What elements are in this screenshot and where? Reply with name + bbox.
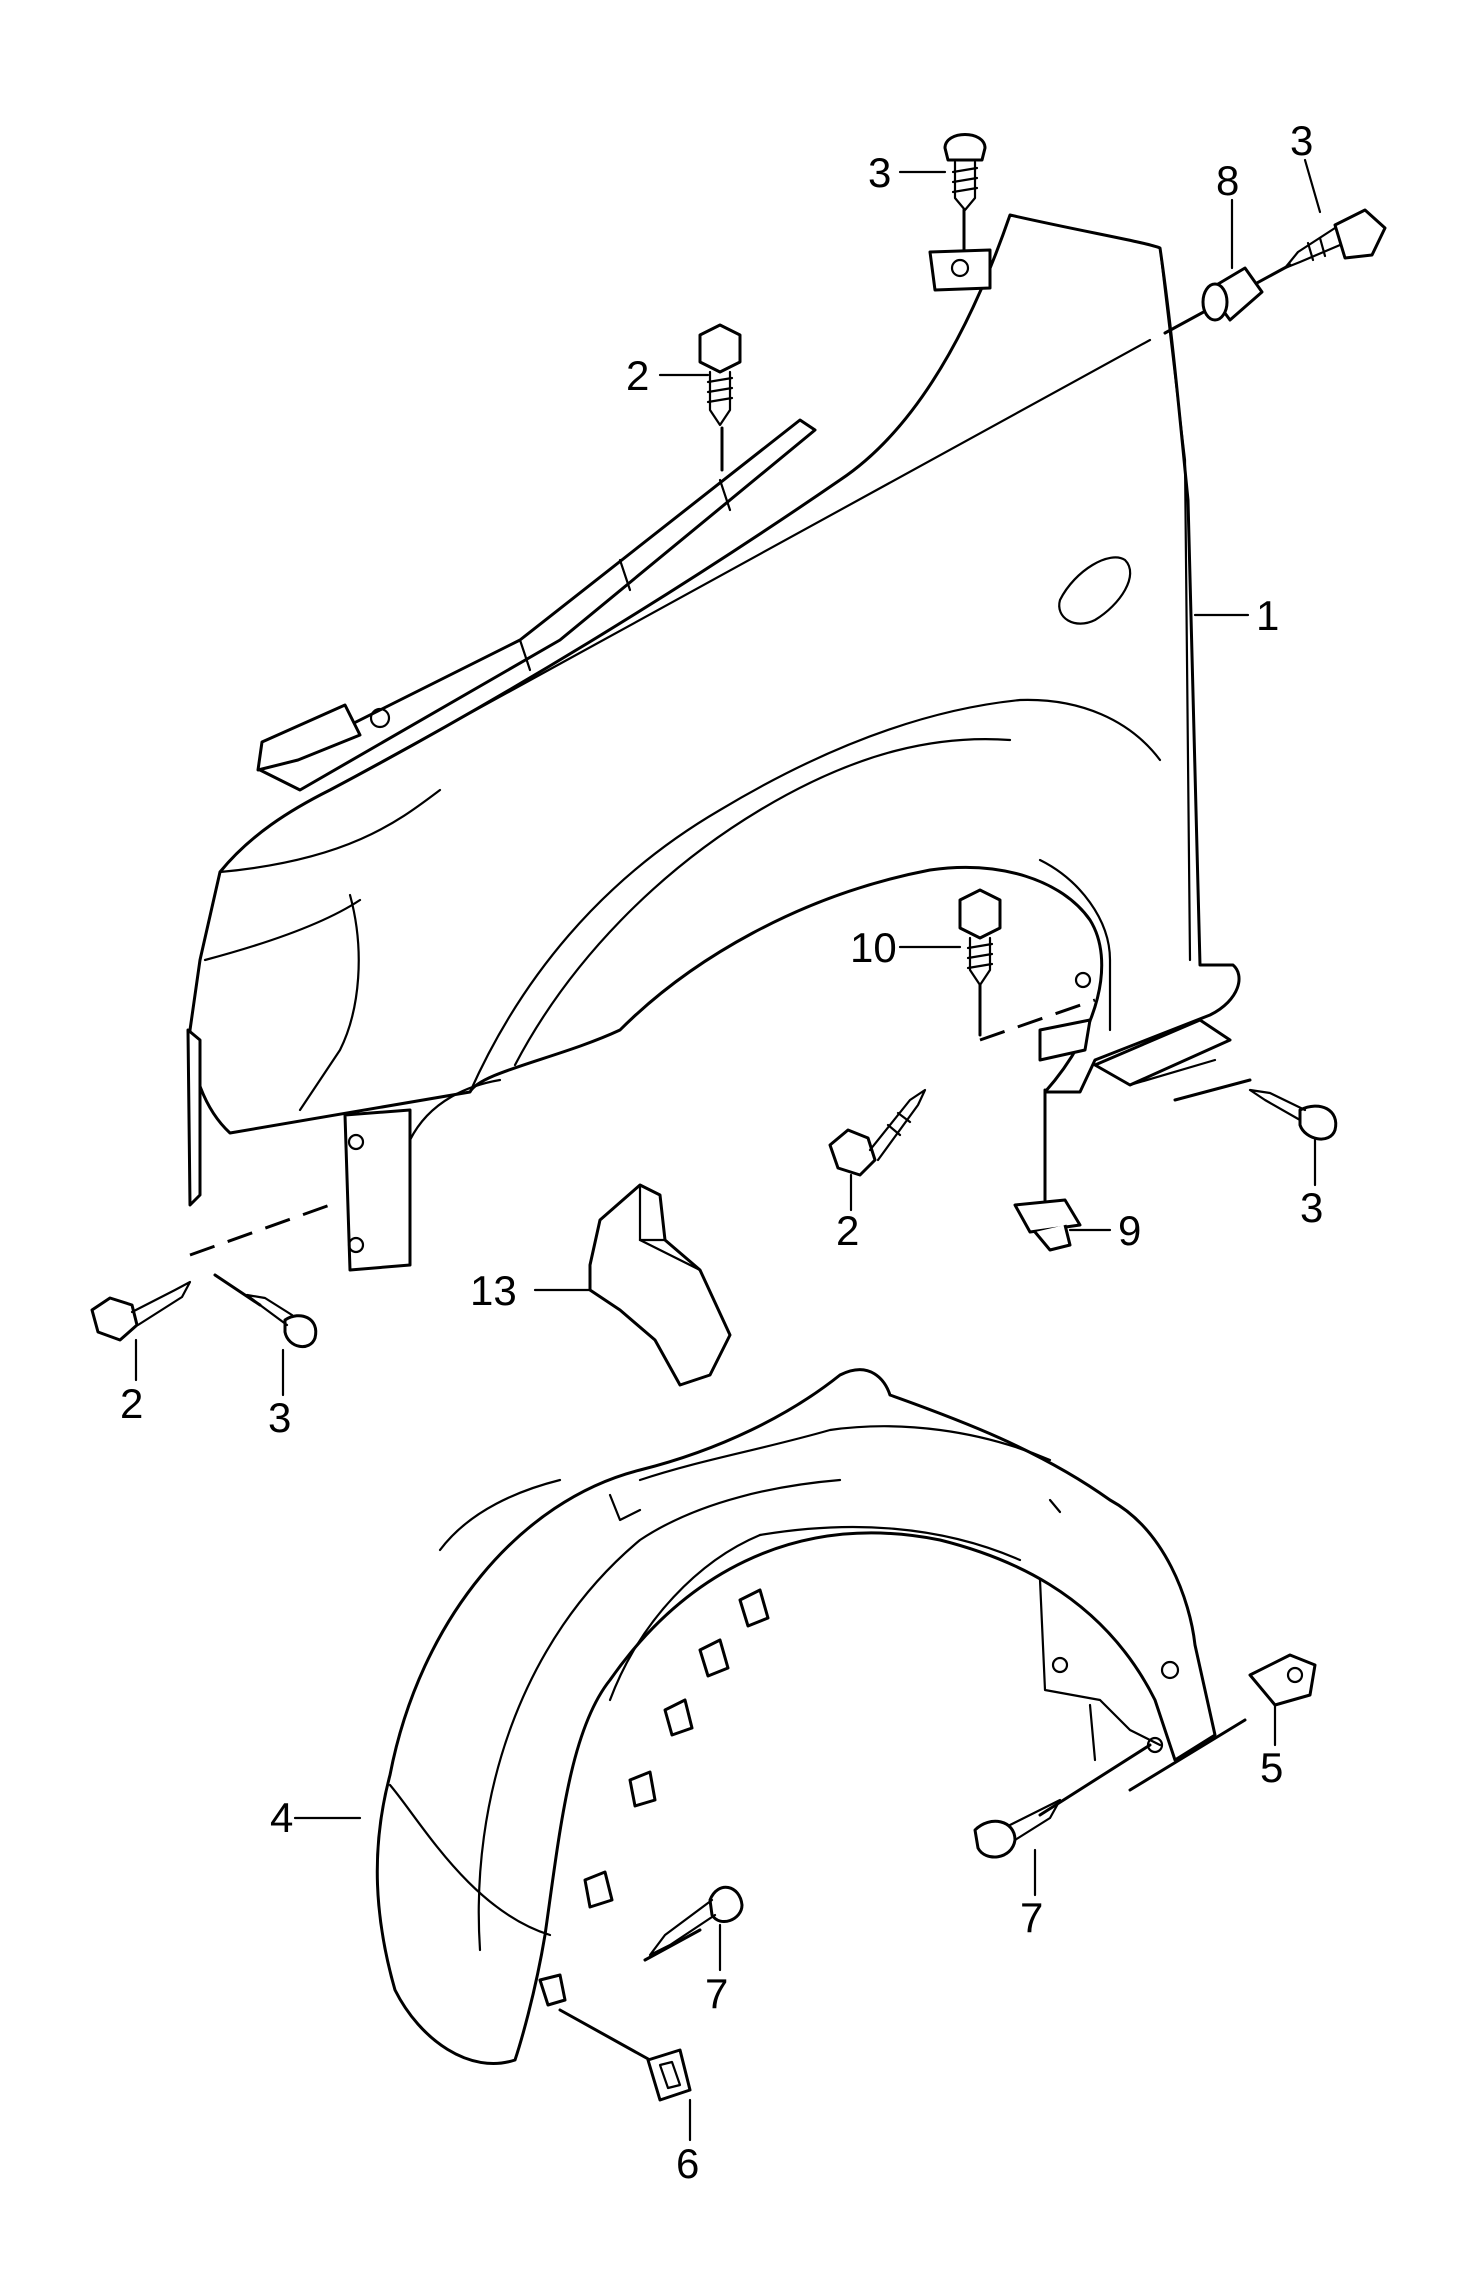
- callout-8: 8: [1216, 157, 1239, 204]
- callout-7-right: 7: [1020, 1894, 1043, 1941]
- wheel-arch-liner: [375, 1368, 1217, 2065]
- screw-right: [1248, 1088, 1338, 1141]
- callout-10: 10: [850, 924, 897, 971]
- callout-2-upper: 2: [626, 352, 649, 399]
- screw-top: [943, 133, 987, 212]
- screw-lower-left: [245, 1293, 318, 1348]
- callout-7-left: 7: [705, 1970, 728, 2017]
- callout-9: 9: [1118, 1207, 1141, 1254]
- clip-nut-6: [646, 2048, 692, 2102]
- callout-5: 5: [1260, 1744, 1283, 1791]
- callout-6: 6: [676, 2140, 699, 2187]
- clip-nut-9: [1013, 1198, 1082, 1252]
- callout-2-center: 2: [836, 1207, 859, 1254]
- bracket-13: [588, 1183, 732, 1387]
- screw-top-right: [1283, 208, 1387, 270]
- callout-3-lower-left: 3: [268, 1394, 291, 1441]
- callout-3-right: 3: [1300, 1184, 1323, 1231]
- hex-bolt-upper: [698, 323, 742, 427]
- screw-7-left: [648, 1885, 744, 1957]
- hex-bolt-lower-left: [90, 1280, 192, 1342]
- hex-bolt-mid: [828, 1088, 927, 1177]
- screw-7-right: [973, 1798, 1062, 1859]
- callout-2-lower-left: 2: [120, 1380, 143, 1427]
- front-fender: [186, 213, 1241, 1272]
- callout-3-top-right: 3: [1290, 117, 1313, 164]
- callout-1: 1: [1256, 592, 1279, 639]
- hex-bolt-center: [958, 888, 1002, 987]
- callout-labels: 1 2 2 2 3 3 3 3 4 5 6 7 7 8 9 10 13: [120, 117, 1323, 2187]
- callout-3-top: 3: [868, 149, 891, 196]
- threaded-sleeve: [1201, 266, 1264, 322]
- clip-5: [1248, 1653, 1317, 1707]
- callout-leaders: [134, 158, 1322, 2142]
- callout-13: 13: [470, 1267, 517, 1314]
- callout-4: 4: [270, 1794, 293, 1841]
